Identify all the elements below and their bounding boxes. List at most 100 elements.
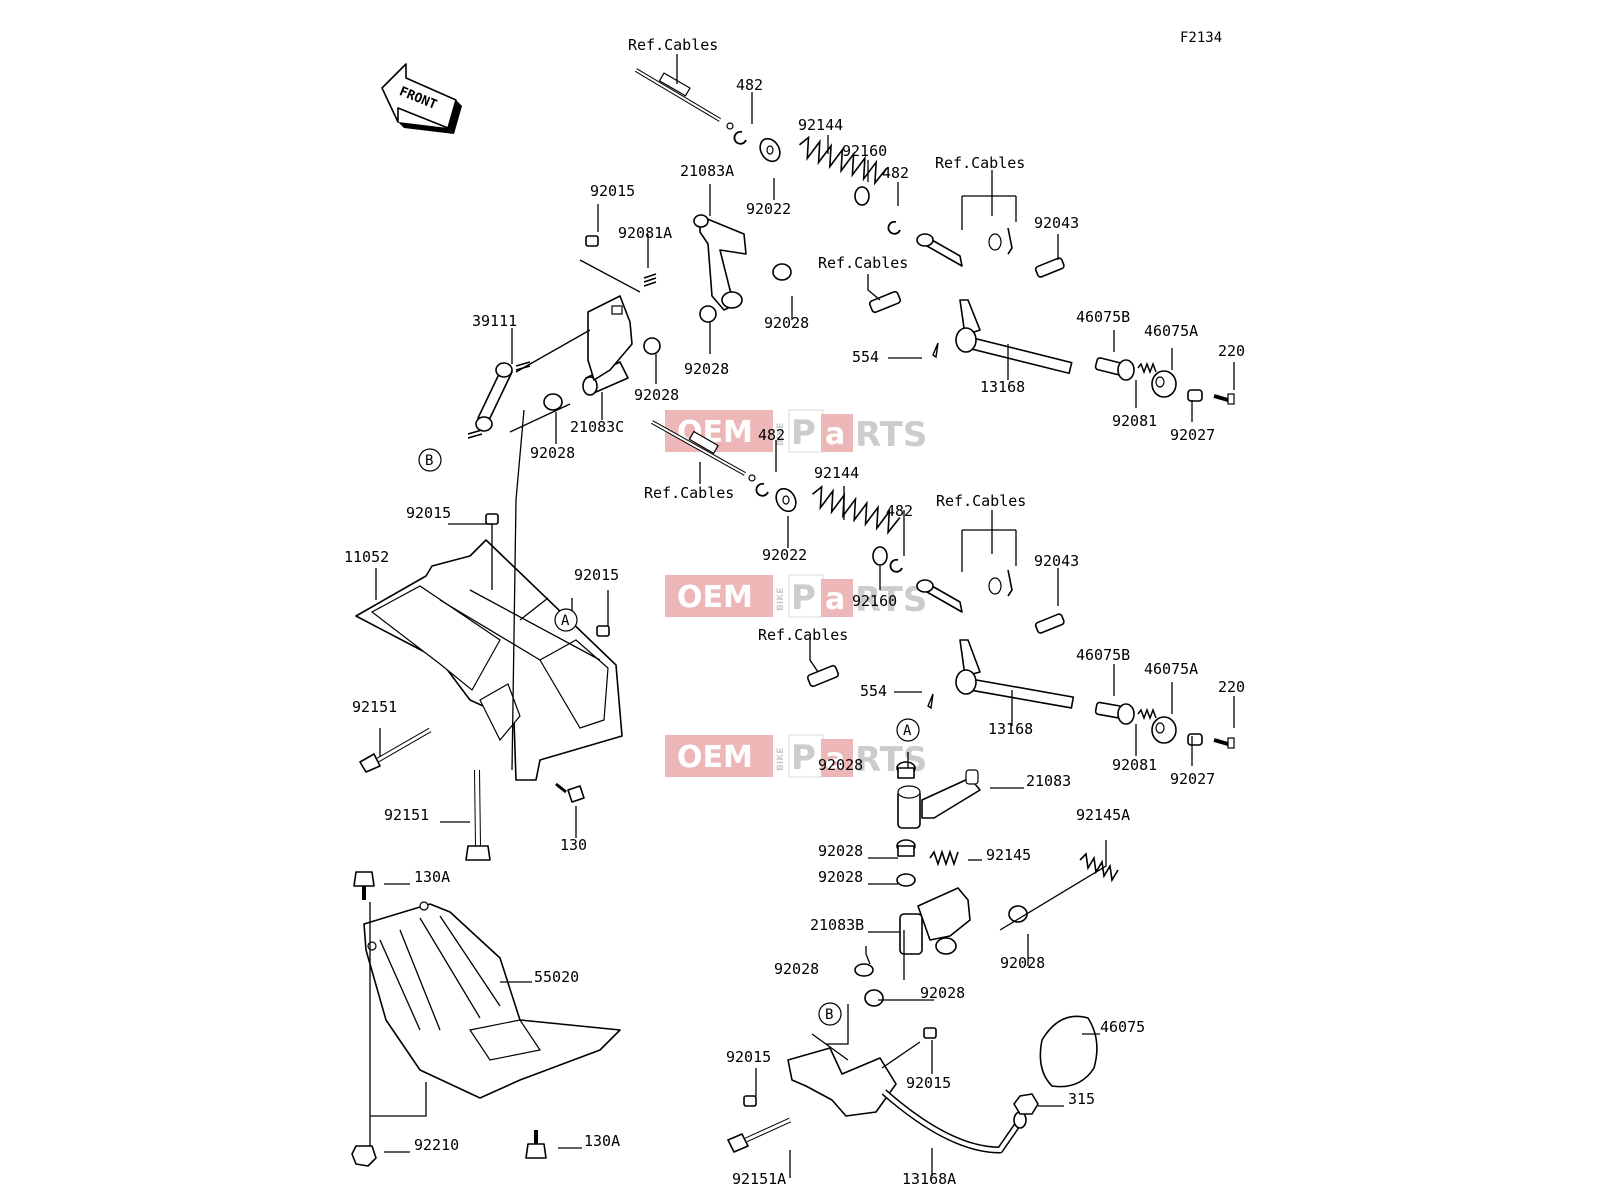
- leader-lines: [369, 54, 1235, 1178]
- part-label-92028: 92028: [530, 444, 575, 462]
- part-label-554: 554: [852, 348, 879, 366]
- svg-text:a: a: [825, 417, 845, 452]
- part-label-482: 482: [758, 426, 785, 444]
- part-label-39111: 39111: [472, 312, 517, 330]
- part-label-92015: 92015: [574, 566, 619, 584]
- part-label-92028: 92028: [774, 960, 819, 978]
- part-label-92081: 92081: [1112, 756, 1157, 774]
- part-label-554: 554: [860, 682, 887, 700]
- part-label-92027: 92027: [1170, 426, 1215, 444]
- part-label-92210: 92210: [414, 1136, 459, 1154]
- part-label-130a: 130A: [584, 1132, 620, 1150]
- svg-text:OEM: OEM: [677, 740, 753, 775]
- frame-11052: [355, 513, 623, 861]
- part-label-92151: 92151: [384, 806, 429, 824]
- part-label-92043: 92043: [1034, 214, 1079, 232]
- part-label-13168: 13168: [980, 378, 1025, 396]
- part-label-482: 482: [886, 502, 913, 520]
- part-label-130a: 130A: [414, 868, 450, 886]
- part-label-92028: 92028: [1000, 954, 1045, 972]
- lever-21083a: [467, 214, 792, 439]
- svg-text:BIKE: BIKE: [776, 588, 786, 611]
- svg-text:B: B: [825, 1007, 833, 1023]
- part-label-92015: 92015: [590, 182, 635, 200]
- part-labels: Ref.Cables 482 92144 92160 21083A 482 Re…: [344, 36, 1245, 1188]
- callout-a-upper: A: [554, 608, 578, 632]
- part-label-92081: 92081: [1112, 412, 1157, 430]
- lever-21083-group: [854, 761, 1119, 1007]
- part-label-92022: 92022: [746, 200, 791, 218]
- ref-cables-label: Ref.Cables: [936, 492, 1026, 510]
- svg-text:OEM: OEM: [677, 580, 753, 615]
- part-label-92028: 92028: [920, 984, 965, 1002]
- callout-a-lower: A: [896, 718, 920, 742]
- part-label-46075a: 46075A: [1144, 660, 1198, 678]
- part-label-92015: 92015: [906, 1074, 951, 1092]
- front-arrow-icon: FRONT: [381, 63, 462, 134]
- cable-assembly-upper: [634, 68, 1235, 405]
- part-label-92028: 92028: [684, 360, 729, 378]
- part-label-92081a: 92081A: [618, 224, 672, 242]
- svg-text:RTS: RTS: [855, 580, 927, 620]
- cable-assembly-lower: [651, 420, 1235, 749]
- part-label-11052: 11052: [344, 548, 389, 566]
- part-label-92028: 92028: [818, 868, 863, 886]
- brake-pedal-13168a: [727, 1015, 1098, 1154]
- svg-text:RTS: RTS: [855, 740, 927, 780]
- part-label-21083c: 21083C: [570, 418, 624, 436]
- part-label-92015: 92015: [406, 504, 451, 522]
- part-label-482: 482: [736, 76, 763, 94]
- part-label-92145: 92145: [986, 846, 1031, 864]
- part-label-13168: 13168: [988, 720, 1033, 738]
- part-label-92022: 92022: [762, 546, 807, 564]
- part-label-92043: 92043: [1034, 552, 1079, 570]
- part-label-13168a: 13168A: [902, 1170, 956, 1188]
- part-label-21083b: 21083B: [810, 916, 864, 934]
- svg-text:BIKE: BIKE: [776, 748, 786, 771]
- part-label-92028: 92028: [634, 386, 679, 404]
- part-label-46075a: 46075A: [1144, 322, 1198, 340]
- part-label-92028: 92028: [818, 842, 863, 860]
- svg-text:P: P: [791, 413, 816, 453]
- part-label-130: 130: [560, 836, 587, 854]
- callout-b-upper: B: [418, 448, 442, 472]
- svg-text:B: B: [425, 453, 433, 469]
- part-label-92015: 92015: [726, 1048, 771, 1066]
- part-label-92160: 92160: [842, 142, 887, 160]
- part-label-92145a: 92145A: [1076, 806, 1130, 824]
- ref-cables-label: Ref.Cables: [935, 154, 1025, 172]
- ref-cables-label: Ref.Cables: [628, 36, 718, 54]
- part-label-21083a: 21083A: [680, 162, 734, 180]
- svg-text:P: P: [791, 738, 816, 778]
- callout-b-lower: B: [818, 1002, 842, 1026]
- svg-text:A: A: [561, 613, 570, 629]
- svg-text:BIKE: BIKE: [776, 423, 786, 446]
- svg-text:RTS: RTS: [855, 415, 927, 455]
- ref-cables-label: Ref.Cables: [758, 626, 848, 644]
- svg-text:a: a: [825, 582, 845, 617]
- watermark: OEM BIKE P a RTS OEM BIKE P a RTS OEM BI…: [665, 409, 927, 780]
- part-label-92028: 92028: [818, 756, 863, 774]
- part-label-55020: 55020: [534, 968, 579, 986]
- part-label-482: 482: [882, 164, 909, 182]
- part-label-220: 220: [1218, 678, 1245, 696]
- part-label-315: 315: [1068, 1090, 1095, 1108]
- skid-plate-55020: [351, 871, 621, 1167]
- part-label-92027: 92027: [1170, 770, 1215, 788]
- part-label-92151: 92151: [352, 698, 397, 716]
- svg-text:a: a: [825, 742, 845, 777]
- diagram-code: F2134: [1180, 30, 1222, 46]
- part-label-21083: 21083: [1026, 772, 1071, 790]
- part-label-92160: 92160: [852, 592, 897, 610]
- ref-cables-label: Ref.Cables: [818, 254, 908, 272]
- part-label-46075b: 46075B: [1076, 308, 1130, 326]
- part-label-92144: 92144: [798, 116, 843, 134]
- part-label-92151a: 92151A: [732, 1170, 786, 1188]
- part-label-92028: 92028: [764, 314, 809, 332]
- part-label-46075: 46075: [1100, 1018, 1145, 1036]
- part-label-92144: 92144: [814, 464, 859, 482]
- svg-text:A: A: [903, 723, 912, 739]
- part-label-220: 220: [1218, 342, 1245, 360]
- svg-text:P: P: [791, 578, 816, 618]
